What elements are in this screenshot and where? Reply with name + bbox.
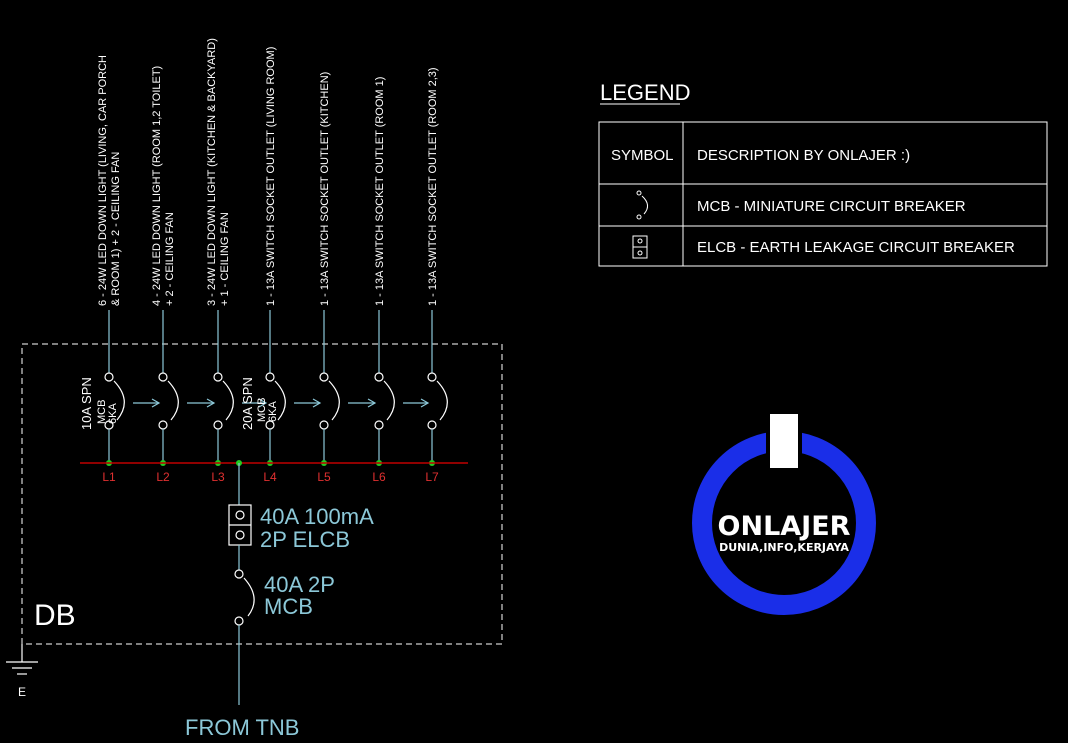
interlock-arrow-1-head [151,398,161,408]
circuit-3-mcb-top-terminal [213,372,223,382]
elcb-symbol [228,504,252,546]
circuit-7-mcb-bottom-terminal [427,420,437,430]
legend-header-description: DESCRIPTION BY ONLAJER :) [697,147,910,164]
interlock-arrow-4-head [312,398,322,408]
circuit-7-mcb-switch [436,380,448,421]
earth-symbol [6,644,38,675]
circuit-1-mcb-top-terminal [104,372,114,382]
circuit-2-mcb-top-terminal [158,372,168,382]
legend-mcb-symbol [636,190,648,220]
interlock-arrow-2-head [206,398,216,408]
mcb-group-2-rating: 20A SPN [240,377,255,430]
circuit-4-id: L4 [263,470,277,484]
legend-title: LEGEND [600,80,690,105]
circuit-6-id: L6 [372,470,386,484]
db-enclosure [21,343,503,645]
circuit-2-mcb-switch [167,380,179,421]
legend-header-symbol: SYMBOL [611,147,674,164]
circuit-5-id: L5 [317,470,331,484]
circuit-6-mcb-top-terminal [374,372,384,382]
circuit-2-description-line1: 4 - 24W LED DOWN LIGHT (ROOM 1,2 TOILET) [151,66,163,306]
elcb-rating: 40A 100mA [260,504,374,529]
circuit-1-description-line2: & ROOM 1) + 2 - CEILING FAN [110,152,122,306]
earth-label: E [18,685,26,699]
circuit-6-mcb-switch [383,380,395,421]
mcb-group-1-capacity: 6KA [107,403,119,424]
power-switch-icon [770,414,798,468]
circuit-7-description-line1: 1 - 13A SWITCH SOCKET OUTLET (ROOM 2,3) [427,67,439,306]
supply-label: FROM TNB [185,715,299,740]
legend-mcb-description: MCB - MINIATURE CIRCUIT BREAKER [697,198,966,215]
circuit-7-id: L7 [425,470,439,484]
main-mcb-rating: 40A 2P [264,572,335,597]
circuit-7-mcb-top-terminal [427,372,437,382]
mcb-group-2-capacity: 6KA [267,401,279,422]
circuit-3-mcb-switch [222,380,234,421]
circuit-2-description-line2: + 2 - CEILING FAN [164,212,176,306]
circuit-3-description-line1: 3 - 24W LED DOWN LIGHT (KITCHEN & BACKYA… [206,38,218,306]
circuit-1-id: L1 [102,470,116,484]
logo-tagline: DUNIA,INFO,KERJAYA [719,541,849,554]
circuit-2-id: L2 [156,470,170,484]
circuit-4-description-line1: 1 - 13A SWITCH SOCKET OUTLET (LIVING ROO… [265,47,277,306]
main-mcb-symbol [234,569,255,626]
onlajer-logo: ONLAJER DUNIA,INFO,KERJAYA [692,412,876,615]
circuit-4-mcb-switch [274,380,286,421]
circuit-2-mcb-bottom-terminal [158,420,168,430]
legend-elcb-symbol [632,235,648,259]
circuit-3-id: L3 [211,470,225,484]
main-mcb-type: MCB [264,594,313,619]
circuit-3-mcb-bottom-terminal [213,420,223,430]
interlock-arrow-3-head [258,398,268,408]
circuit-1-description-line1: 6 - 24W LED DOWN LIGHT (LIVING, CAR PORC… [97,55,109,306]
db-label: DB [34,599,76,632]
circuit-6-description-line1: 1 - 13A SWITCH SOCKET OUTLET (ROOM 1) [374,77,386,306]
circuit-5-mcb-top-terminal [319,372,329,382]
interlock-arrow-6-head [420,398,430,408]
mcb-group-1-type: MCB [96,400,108,424]
circuit-5-mcb-switch [328,380,340,421]
legend-table [598,121,1048,267]
legend-elcb-description: ELCB - EARTH LEAKAGE CIRCUIT BREAKER [697,239,1015,256]
circuit-5-mcb-bottom-terminal [319,420,329,430]
circuit-6-mcb-bottom-terminal [374,420,384,430]
mcb-group-1-rating: 10A SPN [79,377,94,430]
mcb-group-2-type: MCB [256,398,268,422]
outgoing-circuits: L1 6 - 24W LED DOWN LIGHT (LIVING, CAR PO… [97,38,448,484]
circuit-1-mcb-switch [113,380,125,421]
logo-name: ONLAJER [718,511,851,542]
circuit-5-description-line1: 1 - 13A SWITCH SOCKET OUTLET (KITCHEN) [319,72,331,306]
circuit-3-description-line2: + 1 - CEILING FAN [219,212,231,306]
elcb-type: 2P ELCB [260,527,350,552]
circuit-4-mcb-top-terminal [265,372,275,382]
interlock-arrow-5-head [367,398,377,408]
